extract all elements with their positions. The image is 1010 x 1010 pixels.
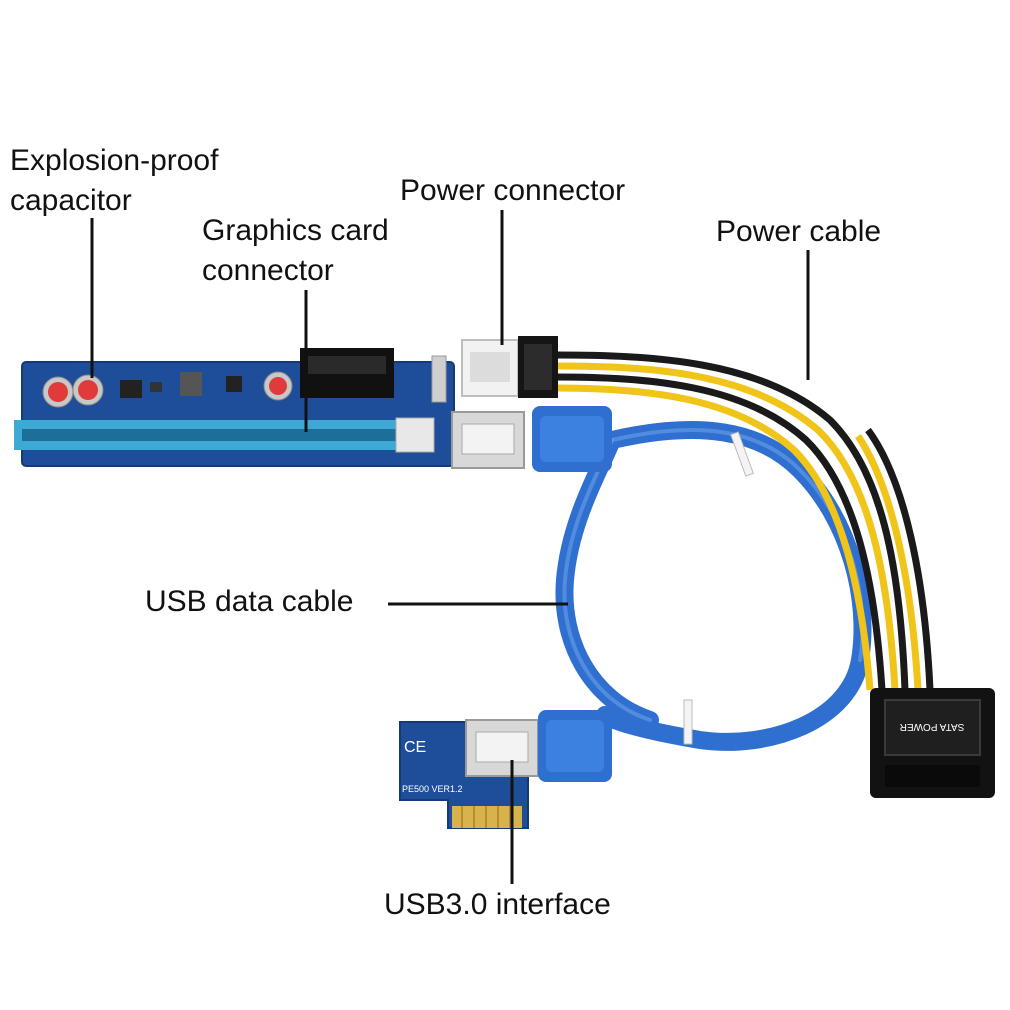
usb30-interface-label: USB3.0 interface — [384, 888, 611, 921]
usb-data-cable-label: USB data cable — [145, 585, 354, 618]
cable-tie — [683, 699, 693, 745]
riser-board: PE501 VER1.1 CE — [14, 348, 455, 481]
explosion-proof-capacitor-label-line1: Explosion-proof — [10, 144, 219, 177]
sata-power-connector: SATA POWER — [870, 688, 995, 798]
molex-power-connector — [461, 336, 558, 398]
cable-tie — [730, 431, 754, 477]
pcie-x1-adapter: CE PE500 VER1.2 — [399, 710, 612, 829]
pcie-x16-slot — [14, 417, 435, 453]
power-cable-label: Power cable — [716, 215, 882, 248]
adapter-model-text: PE500 VER1.2 — [402, 784, 463, 794]
graphics-card-connector-label-line2: connector — [202, 254, 334, 287]
sata-label: SATA POWER — [900, 721, 965, 732]
power-cable — [554, 351, 934, 691]
riser-usb-connector — [451, 406, 612, 472]
riser-model-text: PE501 VER1.1 — [318, 467, 392, 479]
graphics-card-connector-label-line1: Graphics card — [202, 214, 389, 247]
six-pin-header — [300, 348, 394, 398]
adapter-ce-mark: CE — [404, 739, 426, 756]
riser-ce-mark: CE — [200, 467, 217, 481]
explosion-proof-capacitor-label-line2: capacitor — [10, 184, 132, 217]
power-connector-label: Power connector — [400, 174, 626, 207]
leader-lines — [90, 210, 810, 884]
capacitor-group — [42, 371, 293, 408]
